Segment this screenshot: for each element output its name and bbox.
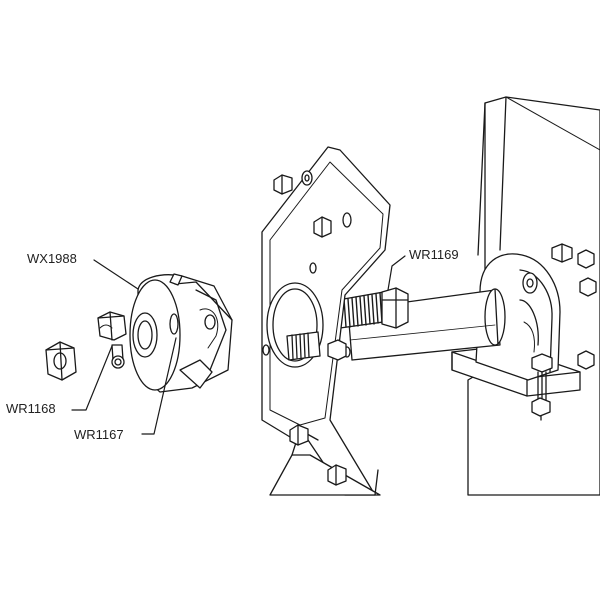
bracket-bolt-bottom [327,464,347,486]
leader-wr1168 [71,345,113,411]
hex-bolt [97,311,127,369]
lower-frame [269,429,381,496]
bracket-stud-rear [286,331,347,361]
bracket-nut-top [301,170,313,186]
bracket-nut-mid [313,216,332,238]
bracket-nut-top-left [273,174,293,195]
main-shaft [347,288,506,361]
leader-lines [71,255,406,435]
part-label-wr1168[interactable]: WR1168 [6,401,56,416]
leader-wr1167 [141,337,177,435]
leader-wx1988 [93,259,139,290]
side-nut-right [577,249,595,269]
loose-hex-nut [45,341,77,381]
part-label-wr1167[interactable]: WR1167 [74,427,124,442]
part-label-wx1988[interactable]: WX1988 [27,251,77,266]
leader-wr1169 [387,255,406,291]
side-nut-right-3 [577,350,595,370]
side-nut-upper [551,243,573,263]
side-nut-right-2 [579,277,597,297]
bracket-bolt-lower-left [289,424,309,446]
clamp-collar [129,273,233,393]
part-label-wr1169[interactable]: WR1169 [409,247,459,262]
threaded-stud [337,287,409,329]
pillow-block-bearing [451,253,581,421]
